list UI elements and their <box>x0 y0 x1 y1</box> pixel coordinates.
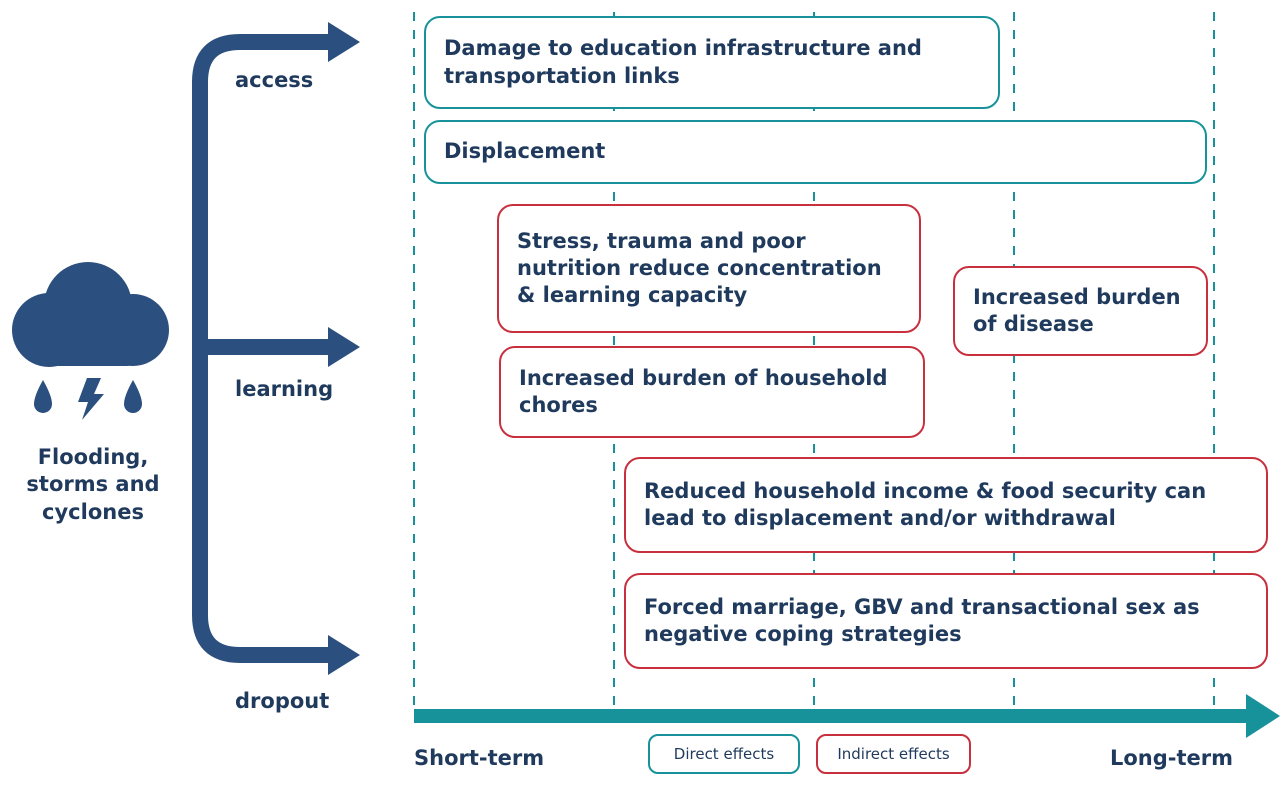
effect-income-text: Reduced household income & food security… <box>644 478 1207 530</box>
effect-infrastructure: Damage to education infrastructure and t… <box>424 16 1000 109</box>
effect-displacement-text: Displacement <box>444 139 606 164</box>
lightning-bolt <box>78 378 104 420</box>
legend-indirect: Indirect effects <box>816 734 971 774</box>
effect-disease-text: Increased burden of disease <box>973 284 1181 336</box>
effect-infrastructure-text: Damage to education infrastructure and t… <box>444 36 922 88</box>
effect-stress: Stress, trauma and poor nutrition reduce… <box>497 204 921 333</box>
timeline-end-label: Long-term <box>1110 746 1234 770</box>
legend-direct: Direct effects <box>648 734 800 774</box>
hazard-label: Flooding, storms and cyclones <box>26 445 160 524</box>
branch-label-learning: learning <box>235 377 334 401</box>
legend-indirect-label: Indirect effects <box>837 745 950 763</box>
branch-arrows <box>192 22 360 675</box>
branch-label-access: access <box>235 68 314 92</box>
raindrop-left <box>34 380 52 413</box>
effect-coping: Forced marriage, GBV and transactional s… <box>624 573 1268 669</box>
branch-label-dropout: dropout <box>235 689 330 713</box>
arrowhead-dropout <box>328 635 360 675</box>
effect-coping-text: Forced marriage, GBV and transactional s… <box>644 594 1200 646</box>
timeline-arrow <box>414 694 1280 738</box>
timeline-start-label: Short-term <box>414 746 545 770</box>
arrowhead-learning <box>328 327 360 367</box>
effect-displacement: Displacement <box>424 120 1207 184</box>
storm-cloud-icon <box>12 262 169 420</box>
arrowhead-access <box>328 22 360 62</box>
effect-chores-text: Increased burden of household chores <box>519 365 888 417</box>
raindrop-right <box>124 380 142 413</box>
effect-chores: Increased burden of household chores <box>499 346 925 438</box>
effect-stress-text: Stress, trauma and poor nutrition reduce… <box>517 228 882 308</box>
effect-disease: Increased burden of disease <box>953 266 1208 356</box>
legend-direct-label: Direct effects <box>673 745 775 763</box>
effect-income: Reduced household income & food security… <box>624 457 1268 553</box>
